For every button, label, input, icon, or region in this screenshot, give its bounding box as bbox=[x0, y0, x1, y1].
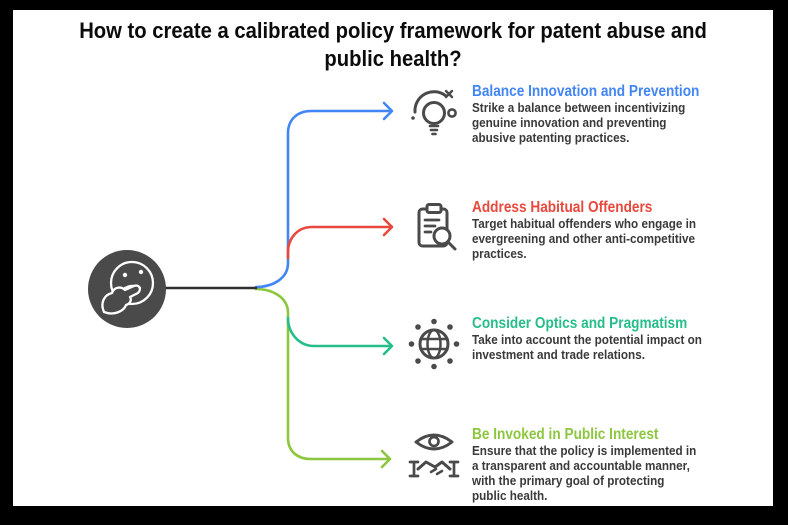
branch-description-line: Strike a balance between incentivizing bbox=[472, 100, 686, 115]
branch-heading: Address Habitual Offenders bbox=[472, 199, 653, 216]
branch-description-line: public health. bbox=[472, 488, 548, 503]
branch-description-line: practices. bbox=[472, 246, 527, 261]
branch-description-line: Ensure that the policy is implemented in bbox=[472, 443, 697, 458]
branch-description-line: genuine innovation and preventing bbox=[472, 115, 667, 130]
branch-description-line: with the primary goal of protecting bbox=[472, 473, 665, 488]
globe-network-icon bbox=[404, 314, 464, 374]
branch-habitual-offenders: Address Habitual Offenders Target habitu… bbox=[404, 198, 721, 261]
branch-description-line: evergreening and other anti-competitive bbox=[472, 231, 696, 246]
branch-heading: Balance Innovation and Prevention bbox=[472, 83, 700, 100]
branch-heading: Be Invoked in Public Interest bbox=[472, 426, 659, 443]
title-line-1: How to create a calibrated policy framew… bbox=[79, 18, 707, 43]
branch-description-line: abusive patenting practices. bbox=[472, 130, 630, 145]
branch-heading: Consider Optics and Pragmatism bbox=[472, 315, 688, 332]
page-title: How to create a calibrated policy framew… bbox=[43, 17, 742, 73]
branch-public-interest: Be Invoked in Public Interest Ensure tha… bbox=[404, 425, 721, 503]
title-line-2: public health? bbox=[324, 46, 462, 71]
branch-description-line: investment and trade relations. bbox=[472, 347, 645, 362]
clipboard-search-icon bbox=[404, 198, 464, 258]
branch-description-line: a transparent and accountable manner, bbox=[472, 458, 690, 473]
branch-description-line: Target habitual offenders who engage in bbox=[472, 216, 697, 231]
branch-description-line: Take into account the potential impact o… bbox=[472, 332, 702, 347]
lightbulb-innovation-icon bbox=[404, 82, 464, 142]
branch-balance-innovation: Balance Innovation and Prevention Strike… bbox=[404, 82, 730, 145]
eye-handshake-icon bbox=[404, 425, 464, 485]
branch-optics-pragmatism: Consider Optics and Pragmatism Take into… bbox=[404, 314, 727, 374]
